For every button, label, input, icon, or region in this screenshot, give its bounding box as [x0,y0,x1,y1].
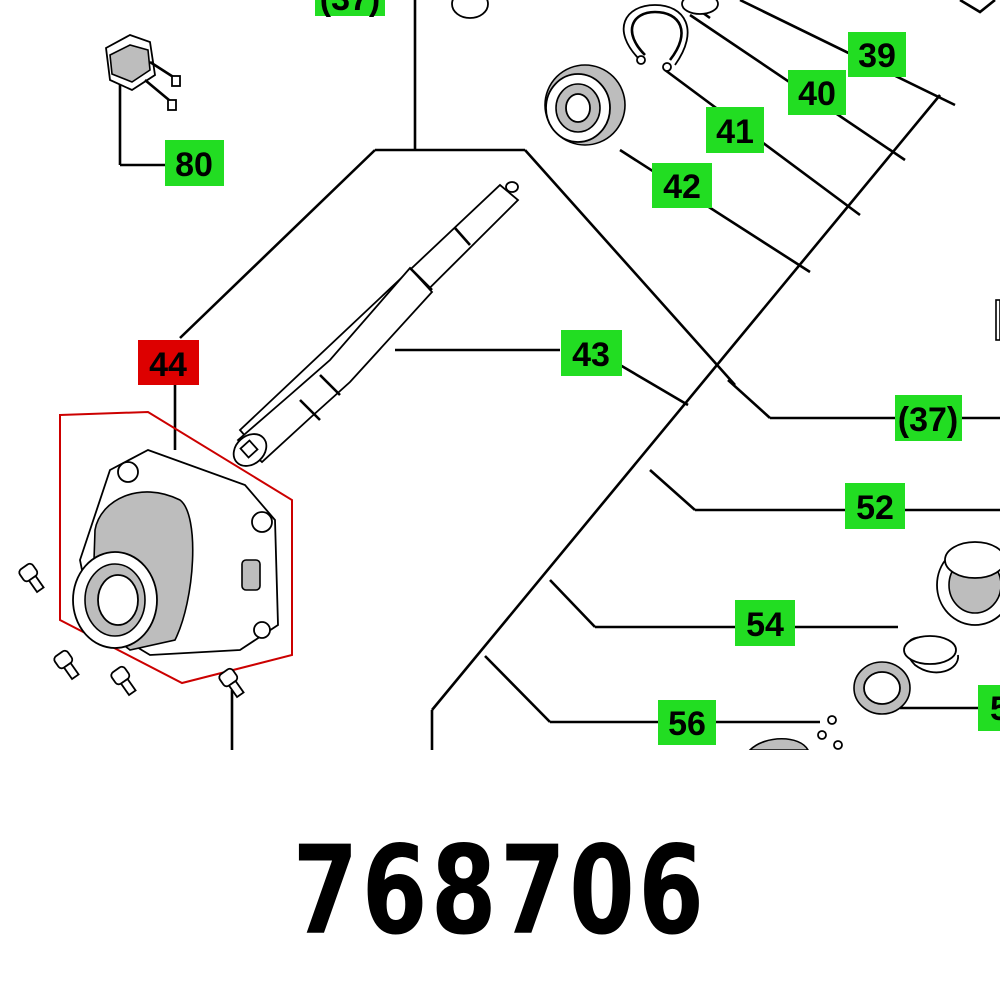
callout-54: 54 [735,600,795,646]
svg-text:(37): (37) [320,0,380,18]
svg-text:5: 5 [990,690,1000,728]
callout-37-top: (37) [315,0,385,18]
screws [18,562,245,699]
svg-text:41: 41 [716,113,754,151]
gear-housing-part [59,410,293,685]
callout-52: 52 [845,483,905,529]
callout-80: 80 [165,140,224,186]
part-number: 768706 [292,820,708,962]
callout-42: 42 [652,163,712,208]
svg-text:56: 56 [668,705,706,743]
svg-text:40: 40 [798,75,836,113]
callout-41: 41 [706,107,764,153]
callout-43: 43 [561,330,622,376]
plug-part [105,34,181,111]
selection-outline [59,410,293,685]
callout-56: 56 [658,700,716,745]
right-side-parts [748,299,1000,751]
svg-text:42: 42 [663,168,701,206]
circlip-part [451,0,719,72]
svg-text:39: 39 [858,37,896,75]
svg-text:80: 80 [175,146,213,184]
callout-37: (37) [895,395,962,441]
spindle-shaft-part [232,181,520,467]
svg-text:44: 44 [149,346,187,384]
callout-44-highlighted: 44 [138,340,199,385]
callout-39: 39 [848,32,906,77]
svg-text:52: 52 [856,489,894,527]
svg-text:54: 54 [746,606,784,644]
ball-bearing-part [544,64,626,146]
svg-text:43: 43 [572,336,610,374]
svg-text:(37): (37) [898,401,958,439]
callout-40: 40 [788,70,846,115]
callout-5-partial: 5 [978,685,1000,731]
